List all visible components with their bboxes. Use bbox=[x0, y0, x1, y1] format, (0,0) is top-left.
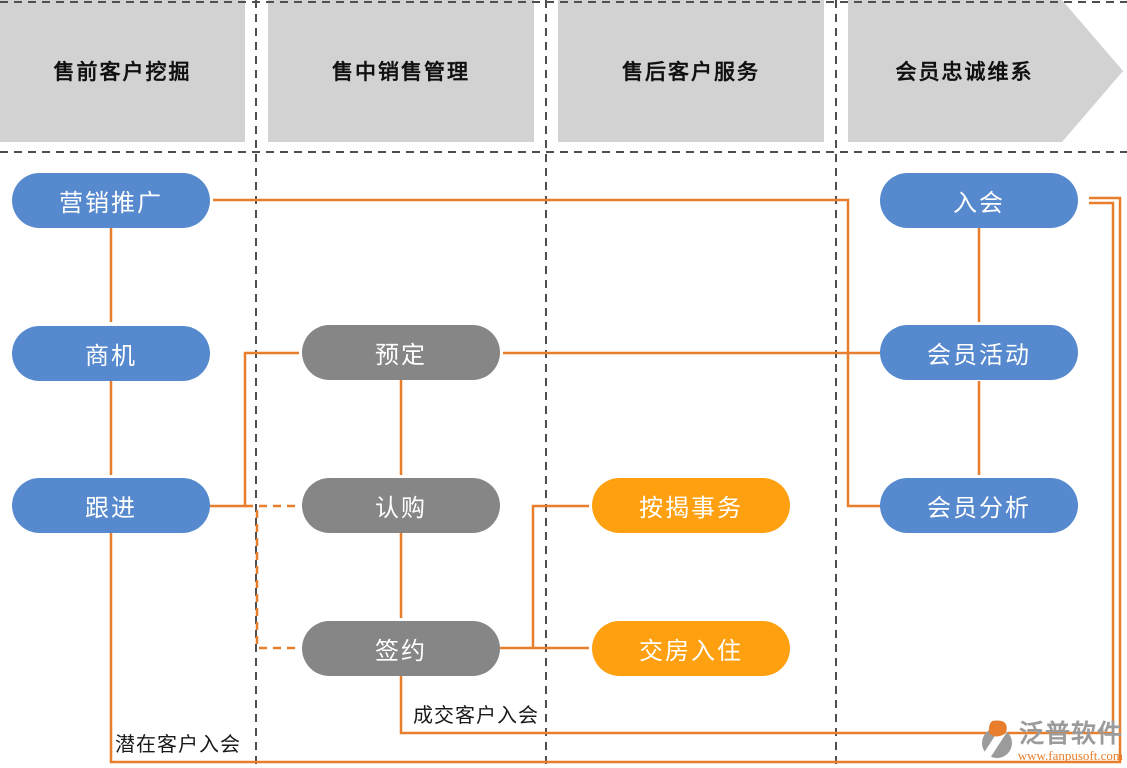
phase-band-loyalty: 会员忠诚维系 bbox=[848, 0, 1124, 142]
fanpu-logo: 泛普软件 www.fanpusoft.com bbox=[980, 718, 1123, 762]
brand-name: 泛普软件 bbox=[1018, 720, 1123, 748]
node-follow-up: 跟进 bbox=[12, 478, 210, 533]
edge-followup-to-reservation bbox=[210, 351, 299, 508]
annotation-potential-member: 潜在客户入会 bbox=[115, 734, 241, 756]
node-move-in: 交房入住 bbox=[592, 621, 790, 676]
edge-contract-to-mortgage bbox=[531, 504, 589, 648]
edge-followup-to-contract-dashed bbox=[255, 510, 299, 650]
node-mortgage: 按揭事务 bbox=[592, 478, 790, 533]
node-subscription: 认购 bbox=[302, 478, 500, 533]
node-opportunity: 商机 bbox=[12, 326, 210, 381]
node-member-analysis: 会员分析 bbox=[880, 478, 1078, 533]
annotation-deal-member: 成交客户入会 bbox=[413, 705, 539, 727]
fanpu-logo-icon bbox=[981, 720, 1012, 759]
phase-band-sale: 售中销售管理 bbox=[268, 0, 534, 142]
node-member-activity: 会员活动 bbox=[880, 325, 1078, 380]
brand-website: www.fanpusoft.com bbox=[1017, 748, 1123, 763]
phase-band-service: 售后客户服务 bbox=[558, 0, 824, 142]
phase-band-presale: 售前客户挖掘 bbox=[0, 0, 245, 142]
node-marketing: 营销推广 bbox=[12, 173, 210, 228]
node-reservation: 预定 bbox=[302, 325, 500, 380]
node-join-member: 入会 bbox=[880, 173, 1078, 228]
node-contract: 签约 bbox=[302, 621, 500, 676]
